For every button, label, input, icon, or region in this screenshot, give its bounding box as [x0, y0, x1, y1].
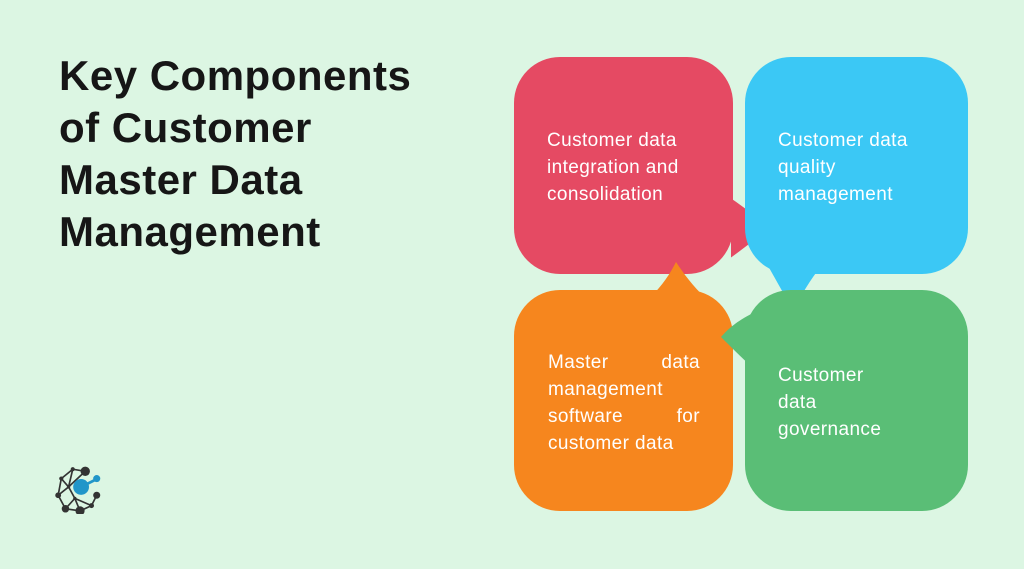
bubble-customer-data-integration: Customer data integration and consolidat… — [514, 57, 768, 274]
bubble-tail-down-icon — [768, 266, 822, 310]
page-title: Key Components of Customer Master Data M… — [59, 52, 412, 255]
network-graph-logo-icon — [55, 466, 101, 514]
logo-nodes — [55, 466, 101, 514]
bubble-tail-up-icon — [649, 262, 706, 298]
bubble-label-quality: Customer data quality management — [778, 130, 908, 205]
bubble-customer-data-governance: Customer data governance — [721, 290, 968, 511]
bubble-label-software: Master data management software for cust… — [548, 352, 700, 454]
bubble-mdm-software: Master data management software for cust… — [514, 262, 733, 511]
bubble-tail-left-icon — [721, 313, 753, 369]
bubble-customer-data-quality: Customer data quality management — [745, 57, 968, 310]
logo-blue-hub — [73, 475, 101, 495]
bubble-label-governance: Customer data governance — [778, 365, 882, 440]
bubble-label-integration: Customer data integration and consolidat… — [547, 130, 679, 205]
